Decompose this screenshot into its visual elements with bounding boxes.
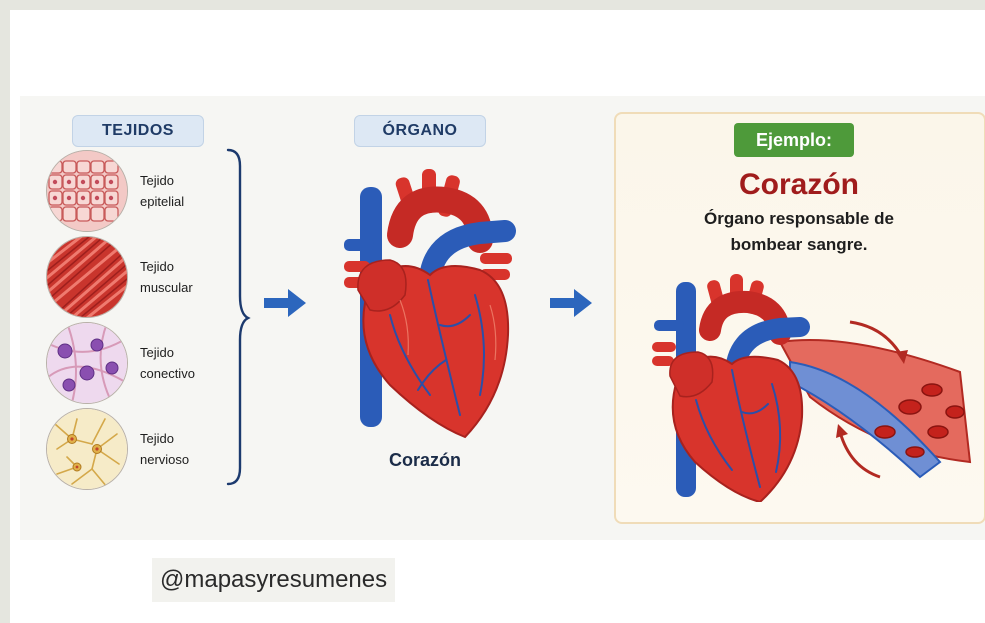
grouping-brace bbox=[222, 146, 252, 490]
organ-caption: Corazón bbox=[370, 450, 480, 471]
example-title: Corazón bbox=[614, 168, 984, 202]
author-handle: @mapasyresumenes bbox=[152, 558, 395, 602]
muscle-tissue-icon bbox=[46, 236, 128, 318]
arrow-right-icon bbox=[262, 287, 308, 319]
epithelial-tissue-icon bbox=[46, 150, 128, 232]
example-badge: Ejemplo: bbox=[734, 123, 854, 157]
tissues-header: TEJIDOS bbox=[72, 115, 204, 147]
connective-tissue-icon bbox=[46, 322, 128, 404]
nervous-tissue-icon bbox=[46, 408, 128, 490]
example-description: Órgano responsable de bombear sangre. bbox=[614, 206, 984, 258]
organ-header: ÓRGANO bbox=[354, 115, 486, 147]
heart-with-blood-vessel-icon bbox=[640, 272, 980, 502]
arrow-right-icon bbox=[548, 287, 594, 319]
heart-icon bbox=[330, 165, 520, 445]
